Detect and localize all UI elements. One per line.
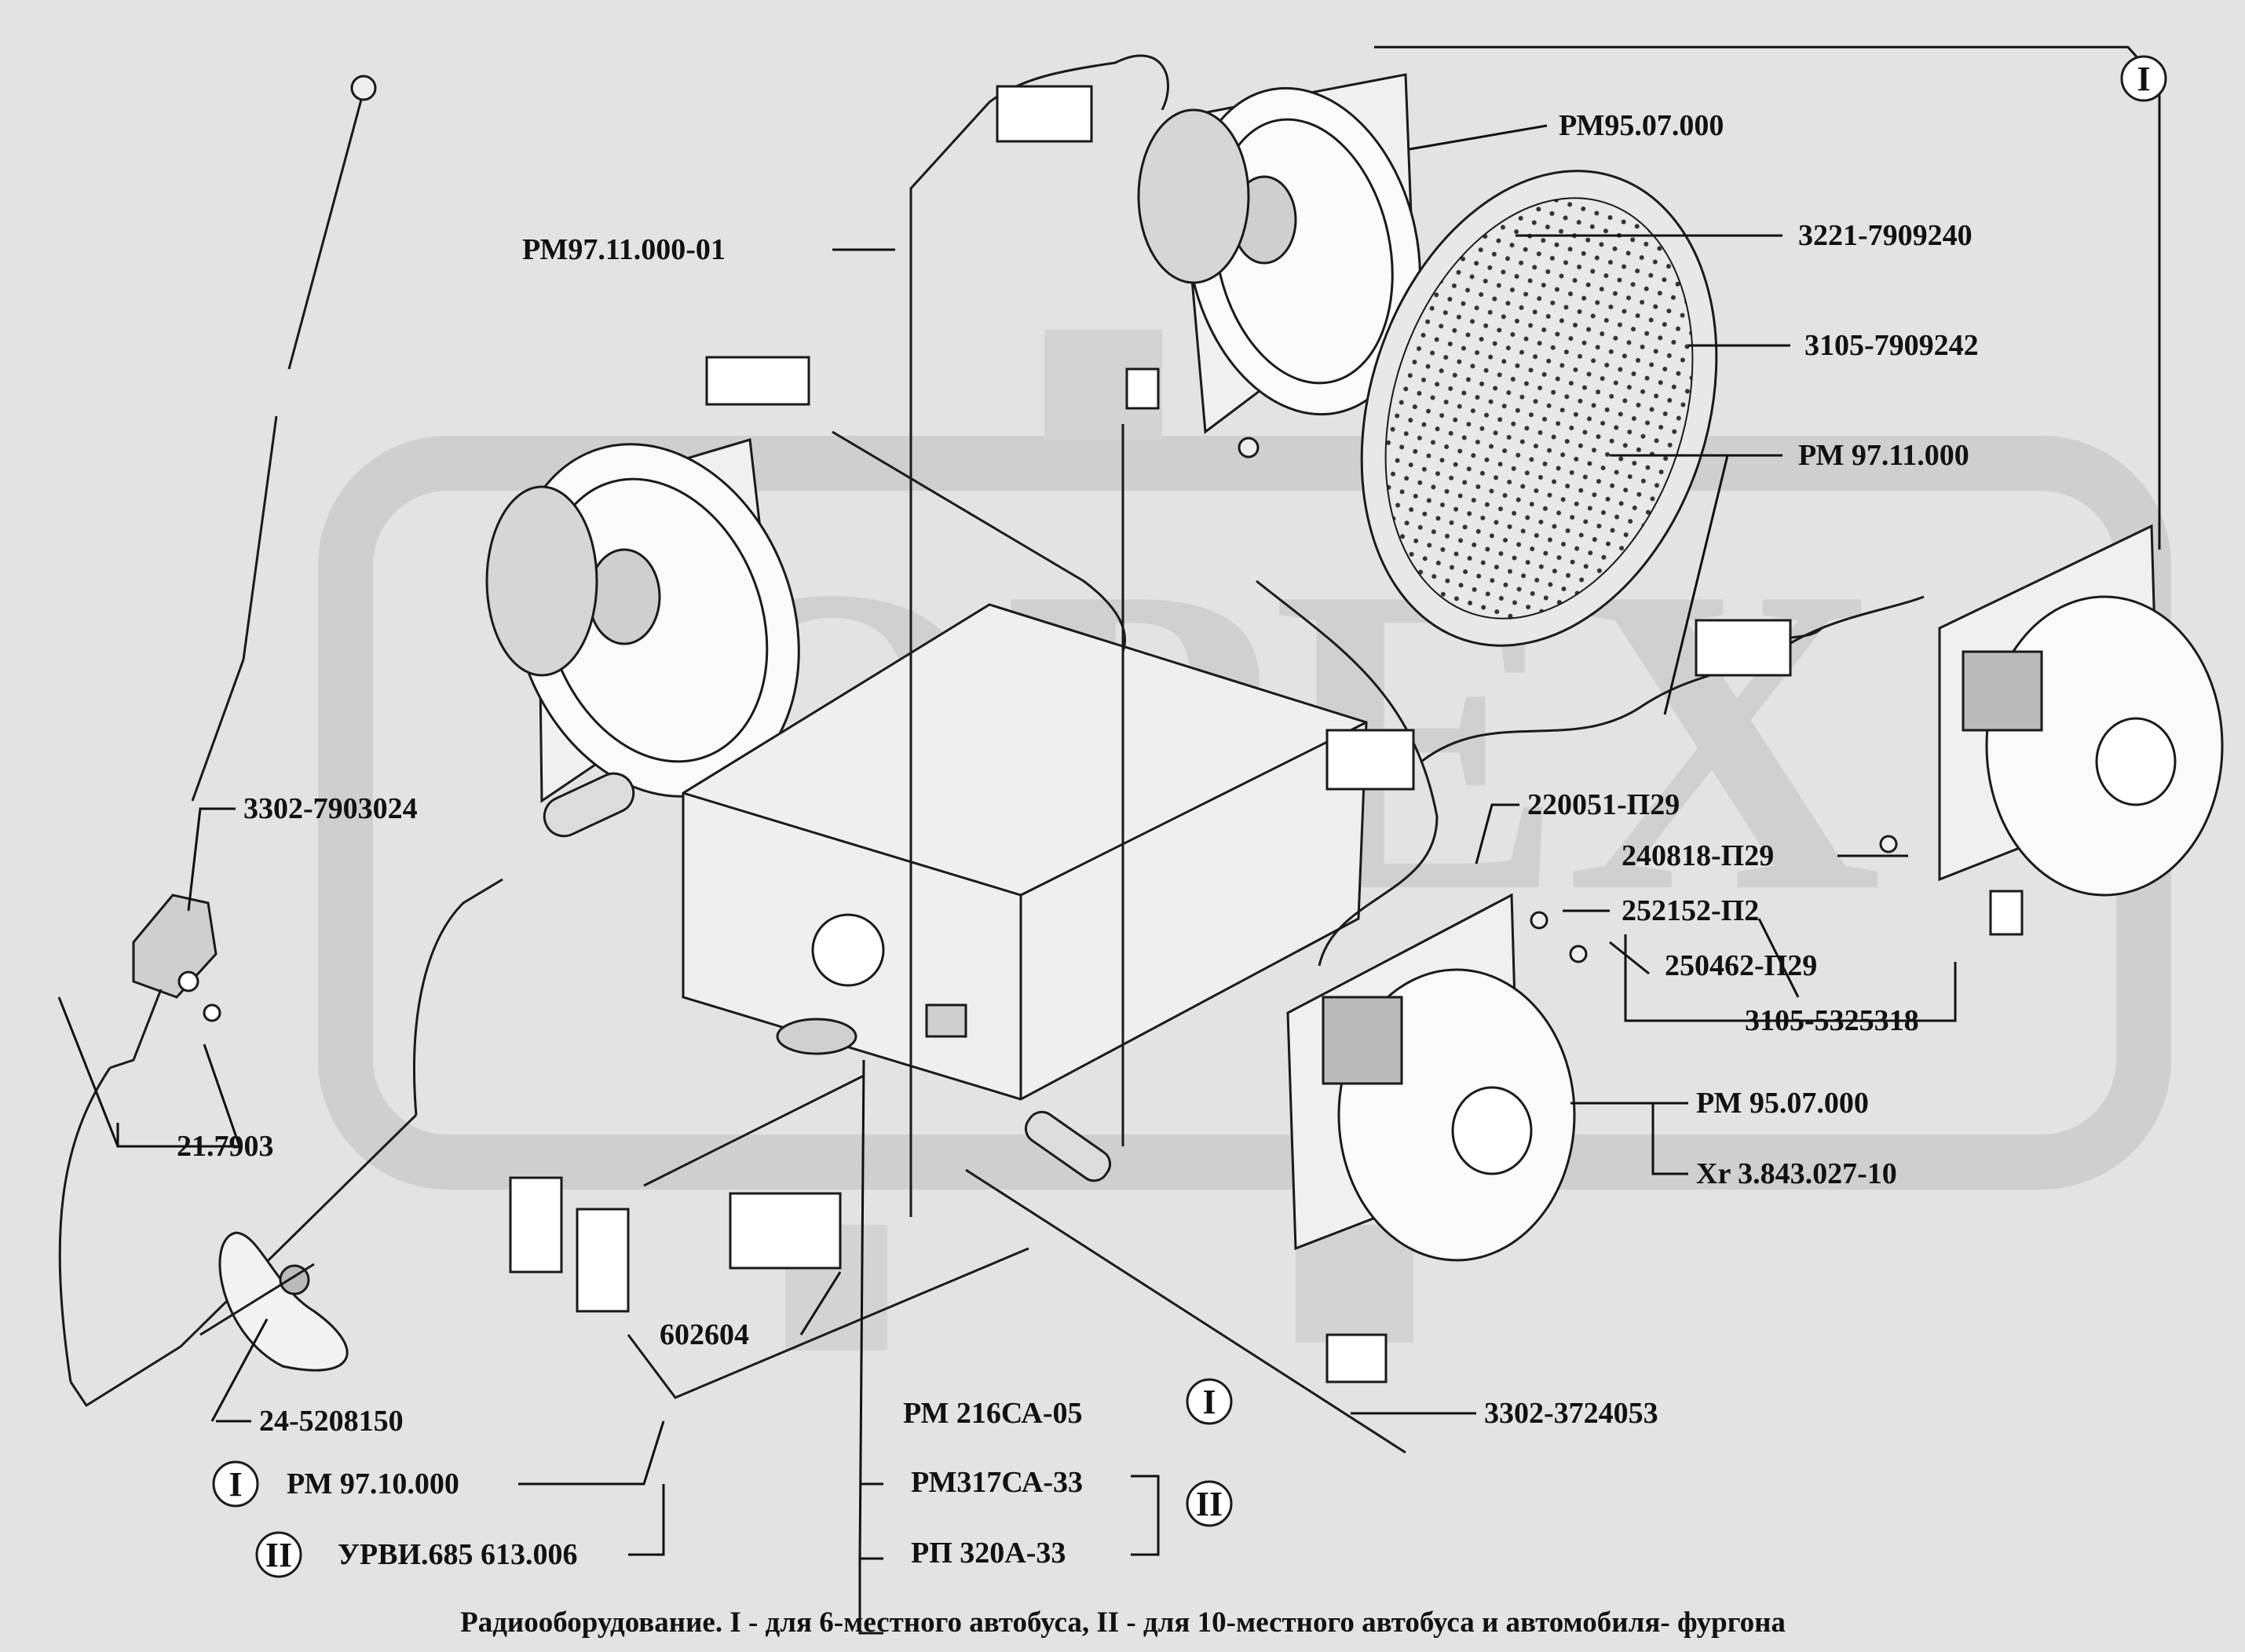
leader-lines	[57, 46, 2161, 1635]
label-grille-3221: 3221-7909240	[1798, 219, 1973, 252]
badge-variant-two-radio: II	[1196, 1485, 1223, 1523]
label-nut-250462: 250462-П29	[1665, 949, 1817, 982]
speaker-left-illustration	[485, 356, 810, 803]
label-cable-pm97-01: РМ97.11.000-01	[522, 233, 726, 266]
label-pm95-top: РМ95.07.000	[1559, 109, 1724, 142]
label-speaker-xr: Xr 3.843.027-10	[1696, 1157, 1897, 1190]
figure-caption: Радиооборудование. I - для 6-местного ав…	[460, 1606, 1786, 1639]
label-cable-pm97: РМ 97.11.000	[1798, 439, 1969, 472]
wiring-illustration	[509, 54, 1925, 1454]
variant-badges: I I II I II	[212, 55, 2167, 1578]
label-screw-220051: 220051-П29	[1527, 788, 1680, 821]
badge-variant-one-top: I	[2137, 60, 2150, 98]
label-radio-pm317: РМ317СА-33	[911, 1466, 1083, 1499]
label-washer-252152: 252152-П2	[1622, 894, 1759, 927]
label-speaker-pm95-bottom: РМ 95.07.000	[1696, 1087, 1869, 1120]
label-screw-240818: 240818-П29	[1622, 839, 1774, 872]
badge-variant-one-harness: I	[229, 1465, 242, 1504]
radio-unit-illustration	[682, 603, 1368, 1101]
badge-variant-two-harness: II	[265, 1536, 292, 1574]
label-grille-3105: 3105-7909242	[1804, 329, 1979, 362]
speaker-top-illustration	[1125, 73, 1421, 459]
speaker-grille-illustration	[1360, 170, 1718, 647]
antenna-illustration	[58, 75, 503, 1408]
part-labels: РМ95.07.000 3221-7909240 3105-7909242 РМ…	[177, 109, 1979, 1571]
label-harness-pm97-10: РМ 97.10.000	[287, 1467, 459, 1500]
label-radio-pm216: РМ 216СА-05	[903, 1397, 1083, 1430]
label-antenna-3302: 3302-7903024	[243, 792, 418, 825]
label-bracket-3105: 3105-5325318	[1745, 1004, 1919, 1037]
badge-variant-one-radio: I	[1202, 1383, 1216, 1421]
label-radio-rp320: РП 320А-33	[911, 1537, 1066, 1570]
label-antenna-21-7903: 21.7903	[177, 1130, 274, 1163]
speaker-right-illustration	[1879, 524, 2224, 936]
label-cable-3302: 3302-3724053	[1484, 1397, 1658, 1430]
label-harness-urvi: УРВИ.685 613.006	[338, 1538, 578, 1571]
speaker-bottom-illustration	[1286, 893, 1588, 1262]
label-grommet-24-5208150: 24-5208150	[259, 1405, 404, 1438]
label-connector-602604: 602604	[660, 1318, 749, 1351]
